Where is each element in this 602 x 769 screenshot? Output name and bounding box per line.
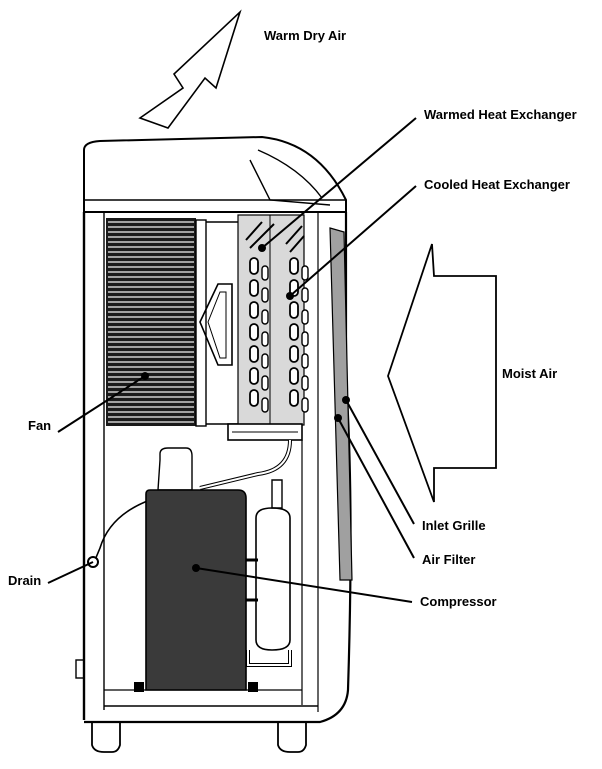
coil-tube xyxy=(301,331,309,347)
coil-tube xyxy=(249,279,259,297)
fan-dot xyxy=(141,372,149,380)
coil-tube xyxy=(249,367,259,385)
coil-tube xyxy=(261,331,269,347)
coil-tube xyxy=(301,309,309,325)
label-inlet-grille: Inlet Grille xyxy=(422,518,486,533)
compressor xyxy=(134,489,258,692)
leader-lines xyxy=(47,117,417,603)
coil-tube xyxy=(301,397,309,413)
coil-tube xyxy=(301,265,309,281)
inlet-grille-dot xyxy=(342,396,350,404)
drain-hose xyxy=(94,499,151,561)
coil-tube xyxy=(289,345,299,363)
coil-tube xyxy=(261,375,269,391)
coil-tube xyxy=(261,265,269,281)
moist-air-arrow xyxy=(387,243,497,503)
coil-tube xyxy=(261,287,269,303)
label-moist-air: Moist Air xyxy=(502,366,557,381)
accumulator xyxy=(255,507,291,651)
fan-outlet-deflector xyxy=(199,283,233,366)
label-fan: Fan xyxy=(28,418,51,433)
coil-tube xyxy=(249,323,259,341)
coil-tube xyxy=(289,367,299,385)
coil-tube xyxy=(289,389,299,407)
label-warm-dry-air: Warm Dry Air xyxy=(264,28,346,43)
coil-tube xyxy=(249,345,259,363)
coil-tube xyxy=(249,301,259,319)
feet xyxy=(91,722,307,753)
coil-tube xyxy=(249,257,259,275)
coil-tube xyxy=(289,257,299,275)
label-cooled-heat-exchanger: Cooled Heat Exchanger xyxy=(424,177,570,192)
label-compressor: Compressor xyxy=(420,594,497,609)
label-air-filter: Air Filter xyxy=(422,552,475,567)
coil-tube xyxy=(301,375,309,391)
warm-dry-air-arrow xyxy=(138,9,242,129)
coil-tube xyxy=(289,323,299,341)
air-filter xyxy=(329,227,353,581)
compressor-dot xyxy=(192,564,200,572)
heat-exchangers xyxy=(237,214,309,426)
cooled-heat-exchanger-dot xyxy=(286,292,294,300)
coil-tube xyxy=(249,389,259,407)
coil-tube xyxy=(261,353,269,369)
coil-tube xyxy=(301,353,309,369)
coil-tube xyxy=(289,301,299,319)
label-warmed-heat-exchanger: Warmed Heat Exchanger xyxy=(424,107,577,122)
coil-tube xyxy=(261,397,269,413)
warmed-heat-exchanger-dot xyxy=(258,244,266,252)
label-drain: Drain xyxy=(8,573,41,588)
coil-tube xyxy=(261,309,269,325)
coil-tube xyxy=(301,287,309,303)
air-filter-dot xyxy=(334,414,342,422)
fan xyxy=(106,218,240,427)
